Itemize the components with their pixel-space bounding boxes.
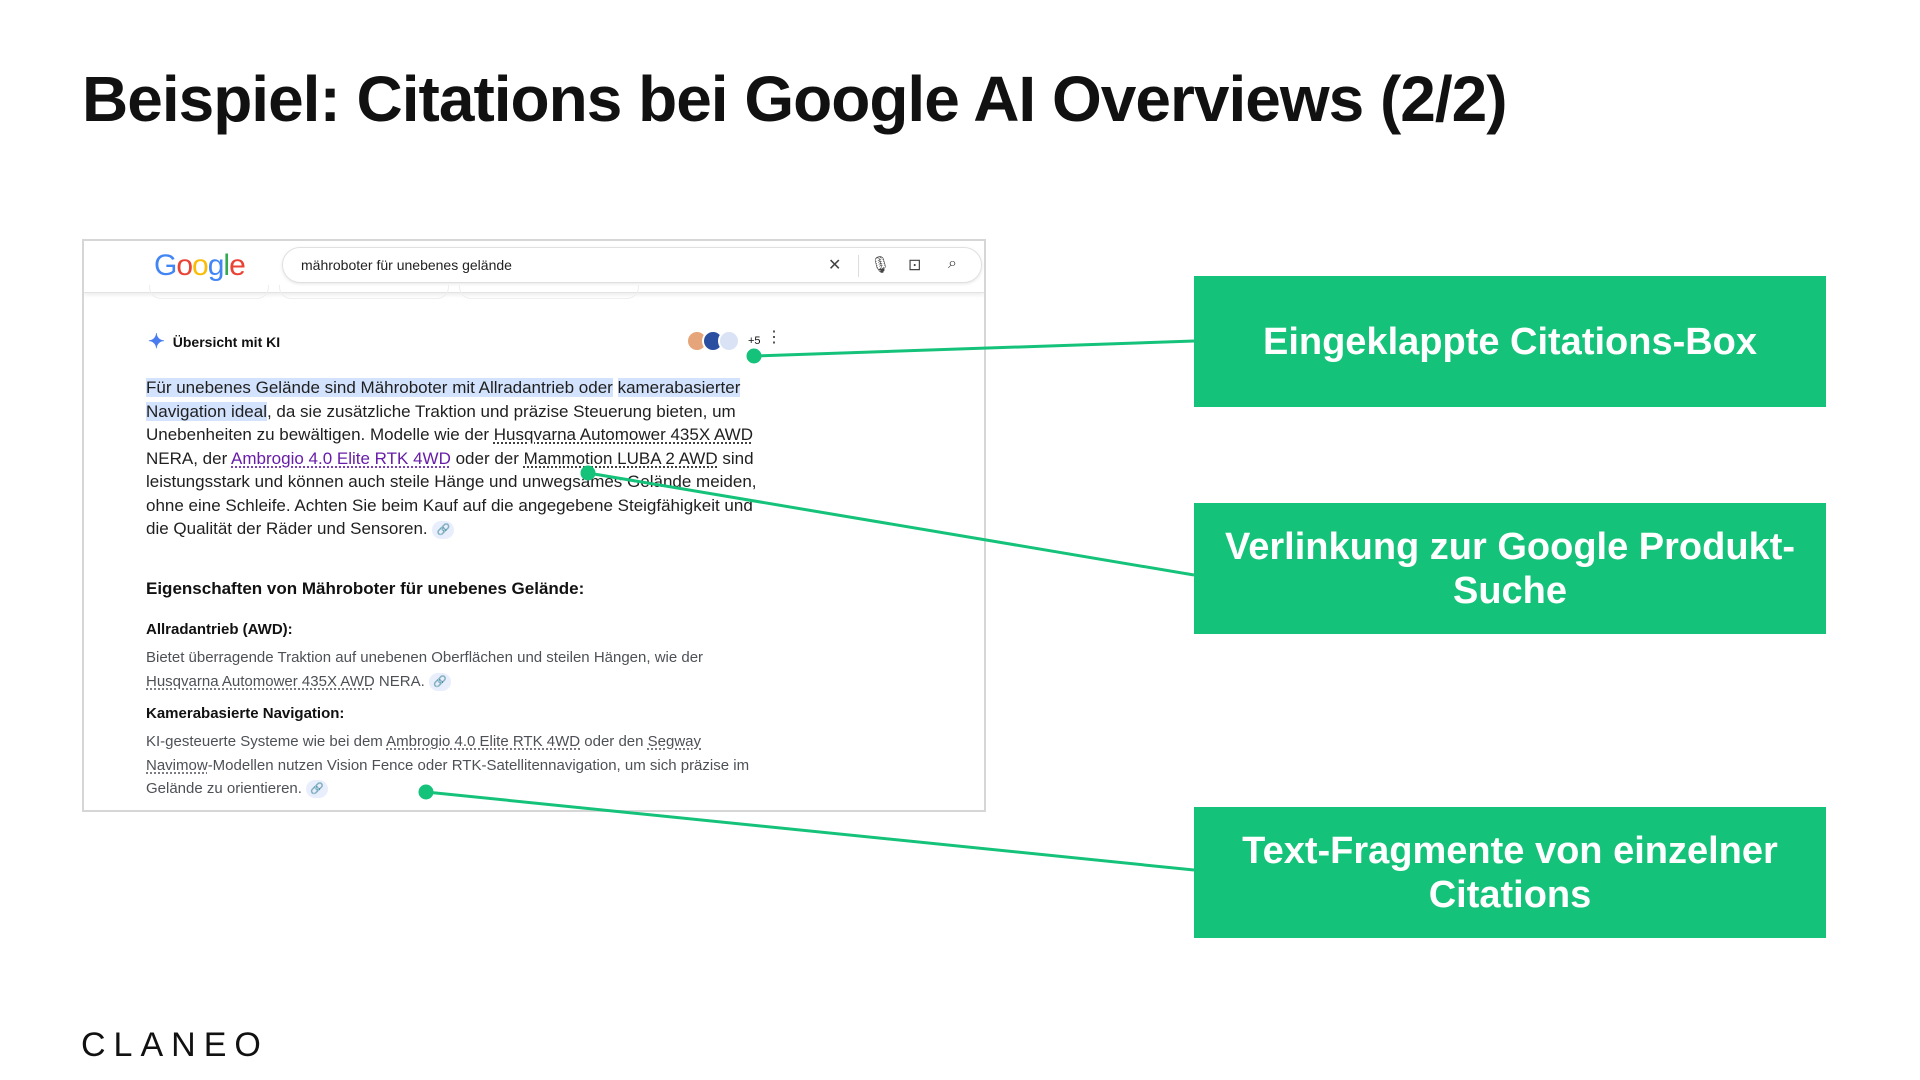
sparkle-icon: ✦ xyxy=(148,331,165,353)
product-link[interactable]: Segway Navimow xyxy=(146,733,702,774)
product-link[interactable]: Ambrogio 4.0 Elite RTK 4WD xyxy=(386,733,581,750)
citations-box-collapsed[interactable]: +5 xyxy=(686,330,761,352)
subheading: Kamerabasierte Navigation: xyxy=(146,705,345,722)
mic-icon[interactable]: 🎙 xyxy=(870,257,891,274)
search-box[interactable]: mähroboter für unebenes gelände ✕ 🎙 ⊡ ⌕ xyxy=(282,247,982,283)
google-screenshot: Google mähroboter für unebenes gelände ✕… xyxy=(82,239,986,812)
callout-dot xyxy=(418,784,434,800)
callout-dot xyxy=(746,348,762,364)
google-header: Google mähroboter für unebenes gelände ✕… xyxy=(84,241,984,299)
search-icon[interactable]: ⌕ xyxy=(948,255,957,272)
link-icon[interactable]: 🔗 xyxy=(428,672,451,691)
text: sind leistungsstark und können auch stei… xyxy=(146,448,757,539)
text: KI-gesteuerte Systeme wie bei dem xyxy=(146,733,387,750)
product-link[interactable]: Mammotion LUBA 2 AWD xyxy=(523,448,718,468)
overview-paragraph: Für unebenes Gelände sind Mähroboter mit… xyxy=(146,376,766,541)
callout-line xyxy=(425,790,1195,872)
close-icon[interactable]: ✕ xyxy=(828,257,842,274)
callout-line xyxy=(587,471,1195,577)
link-icon[interactable]: 🔗 xyxy=(432,520,455,539)
citation-fragment: KI-gesteuerte Systeme wie bei dem Ambrog… xyxy=(146,730,766,801)
product-link[interactable]: Husqvarna Automower 435X AWD xyxy=(493,425,753,444)
subheading: Allradantrieb (AWD): xyxy=(146,621,293,638)
callout-product-search-link: Verlinkung zur Google Produkt-Suche xyxy=(1194,503,1826,634)
text: oder der xyxy=(450,448,524,468)
ai-overview-label: Übersicht mit KI xyxy=(172,333,281,350)
claneo-logo: CLANEO xyxy=(81,1026,269,1064)
slide-title: Beispiel: Citations bei Google AI Overvi… xyxy=(82,63,1508,135)
text: oder den xyxy=(580,733,648,750)
text: -Modellen nutzen Vision Fence oder RTK-S… xyxy=(146,756,750,798)
google-logo[interactable]: Google xyxy=(154,249,246,282)
text: NERA, der xyxy=(146,448,232,468)
search-input[interactable]: mähroboter für unebenes gelände xyxy=(301,257,512,273)
citation-fragment: Bietet überragende Traktion auf unebenen… xyxy=(146,646,766,693)
lens-icon[interactable]: ⊡ xyxy=(908,257,922,274)
text: , da sie zusätzliche Traktion und präzis… xyxy=(146,401,736,445)
section-heading: Eigenschaften von Mähroboter für unebene… xyxy=(146,579,585,598)
callout-line xyxy=(753,339,1195,358)
text: NERA. xyxy=(374,672,425,690)
source-favicon xyxy=(718,330,740,352)
highlighted-fragment: Für unebenes Gelände sind Mähroboter mit… xyxy=(146,378,613,397)
link-icon[interactable]: 🔗 xyxy=(306,780,329,799)
callout-collapsed-citations: Eingeklappte Citations-Box xyxy=(1194,276,1826,407)
callout-dot xyxy=(580,465,596,481)
divider xyxy=(858,255,859,277)
ai-overview-header: ✦ Übersicht mit KI xyxy=(148,329,280,354)
product-link[interactable]: Husqvarna Automower 435X AWD xyxy=(146,672,375,690)
text: Bietet überragende Traktion auf unebenen… xyxy=(146,649,704,666)
product-link[interactable]: Ambrogio 4.0 Elite RTK 4WD xyxy=(231,448,451,468)
callout-text-fragments: Text-Fragmente von einzelner Citations xyxy=(1194,807,1826,938)
more-sources-count: +5 xyxy=(748,335,761,347)
more-options-icon[interactable]: ⋮ xyxy=(766,329,782,346)
